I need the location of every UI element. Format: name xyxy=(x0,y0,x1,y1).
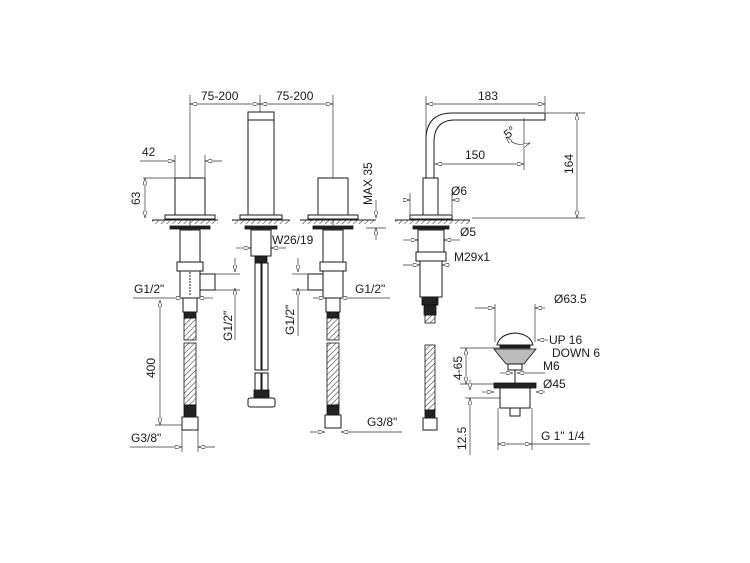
dim-spout-reach: 183 xyxy=(478,89,498,103)
dim-waste-rod: M6 xyxy=(543,359,560,373)
dim-spacing-right: 75-200 xyxy=(276,89,314,103)
dim-inlet-right: G1/2" xyxy=(355,282,385,296)
center-spout xyxy=(232,95,290,408)
dim-waste-body-dia: Ø45 xyxy=(543,377,566,391)
dim-waste-down: DOWN 6 xyxy=(552,346,600,360)
dim-hose-conn-right: G3/8" xyxy=(367,415,397,429)
dim-spout-inner: 150 xyxy=(465,148,485,162)
dim-hose-conn-left: G3/8" xyxy=(131,431,161,445)
dim-hose-length: 400 xyxy=(144,358,158,378)
dim-waste-cap-dia: Ø63.5 xyxy=(554,292,587,306)
dim-waste-up: UP 16 xyxy=(549,333,582,347)
dim-base-dia: Ø6 xyxy=(451,184,467,198)
left-valve xyxy=(152,95,218,431)
dim-spout-height: 164 xyxy=(562,154,576,174)
dimension-labels: 75-200 75-200 42 63 MAX 35 W26/19 G1/2" … xyxy=(129,89,600,450)
dim-handle-height: 63 xyxy=(129,191,143,205)
dim-spout-key: W26/19 xyxy=(272,233,314,247)
right-valve xyxy=(300,95,376,429)
dim-waste-depth: 12.5 xyxy=(455,426,469,450)
pop-up-waste xyxy=(493,332,537,417)
side-view-spout xyxy=(395,112,546,431)
dim-shank-dia: Ø5 xyxy=(460,225,476,239)
dim-waste-thread: G 1" 1/4 xyxy=(541,429,585,443)
dim-inlet-vertical-right: G1/2" xyxy=(283,305,297,335)
dim-spacing-left: 75-200 xyxy=(201,89,239,103)
dim-swivel-angle: 5° xyxy=(501,123,519,141)
counter-hatch xyxy=(152,220,218,224)
dim-handle-width: 42 xyxy=(142,145,156,159)
dim-inlet-vertical-left: G1/2" xyxy=(221,311,235,341)
dim-waste-range: 4-65 xyxy=(451,356,465,380)
dim-inlet-left: G1/2" xyxy=(134,282,164,296)
dim-thread: M29x1 xyxy=(454,250,490,264)
dim-max-thickness: MAX 35 xyxy=(361,162,375,205)
dimension-lines xyxy=(130,96,590,455)
